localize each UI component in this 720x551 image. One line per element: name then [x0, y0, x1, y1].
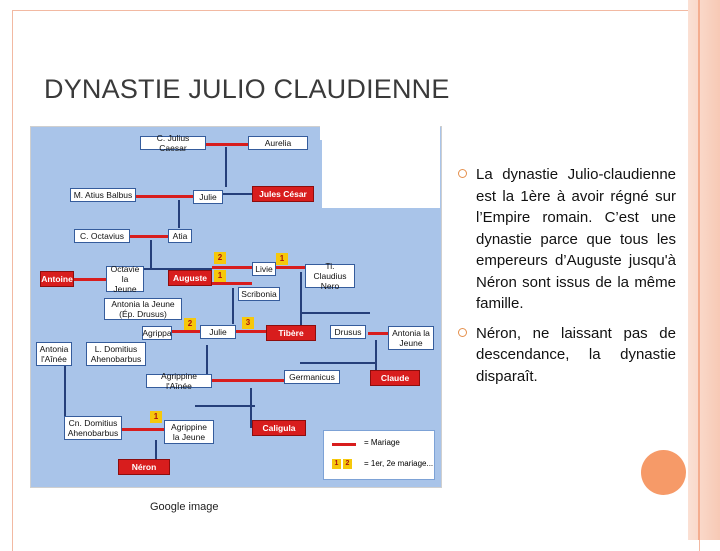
- node-claude: Claude: [370, 370, 420, 386]
- bullet-item: Néron, ne laissant pas de descendance, l…: [458, 323, 676, 388]
- descent-line: [206, 345, 208, 375]
- descent-line: [375, 340, 377, 378]
- node-cn-domitius-ahenobarbus: Cn. Domitius Ahenobarbus: [64, 416, 122, 440]
- sibling-line: [120, 268, 212, 270]
- bullet-circle-icon: [458, 169, 467, 178]
- bullet-text: Néron, ne laissant pas de descendance, l…: [476, 324, 676, 385]
- node-agrippa: Agrippa: [142, 326, 172, 340]
- marriage-line: [212, 266, 252, 269]
- node-germanicus: Germanicus: [284, 370, 340, 384]
- marriage-line: [130, 235, 170, 238]
- node-caligula: Caligula: [252, 420, 306, 436]
- bullet-item: La dynastie Julio-claudienne est la 1ère…: [458, 164, 676, 315]
- marriage-order-badge: 1: [150, 411, 162, 423]
- descent-line: [64, 365, 66, 417]
- descent-line: [232, 288, 234, 324]
- marriage-line: [368, 332, 388, 335]
- sibling-line: [300, 312, 370, 314]
- node-julie: Julie: [193, 190, 223, 204]
- marriage-order-badge: 1: [214, 270, 226, 282]
- marriage-order-badge: 1: [276, 253, 288, 265]
- legend-marriage-swatch: [332, 443, 356, 446]
- node-l-domitius-ahenobarbus: L. Domitius Ahenobarbus: [86, 342, 146, 366]
- tree-legend: = Mariage 1 2 = 1er, 2e mariage...: [323, 430, 435, 480]
- node-livie: Livie: [252, 262, 276, 276]
- marriage-line: [236, 330, 266, 333]
- node-julie-2: Julie: [200, 325, 236, 339]
- tree-cutout-top: [320, 126, 440, 140]
- node-scribonia: Scribonia: [238, 287, 280, 301]
- node-antonia-l-ainee: Antonia l'Aînée: [36, 342, 72, 366]
- descent-line: [155, 440, 157, 462]
- slide-title: DYNASTIE JULIO CLAUDIENNE: [44, 74, 450, 104]
- legend-badge-2: 2: [343, 459, 352, 469]
- marriage-order-badge: 2: [214, 252, 226, 264]
- descent-line: [225, 147, 227, 187]
- decorative-orange-circle: [641, 450, 686, 495]
- node-drusus: Drusus: [330, 325, 366, 339]
- node-tibere: Tibère: [266, 325, 316, 341]
- node-ti-claudius-nero: Ti. Claudius Nero: [305, 261, 355, 291]
- node-aurelia: Aurelia: [248, 136, 308, 150]
- sibling-line: [300, 362, 375, 364]
- node-c-julius-caesar: C. Julius Caesar: [140, 133, 206, 153]
- marriage-line: [136, 195, 193, 198]
- descent-line: [300, 272, 302, 328]
- marriage-line: [212, 379, 284, 382]
- legend-marriage-label: = Mariage: [364, 438, 400, 447]
- node-neron: Néron: [118, 459, 170, 475]
- node-octavie-la-jeune: Octavie la Jeune: [106, 264, 144, 294]
- bullet-circle-icon: [458, 327, 467, 337]
- descent-line: [250, 388, 252, 428]
- node-antonia-la-jeune-ep-drusus: Antonia la Jeune (Ép. Drusus): [104, 298, 182, 320]
- node-agrippine-l-ainee: Agrippine l'Aînée: [146, 371, 212, 391]
- marriage-line: [170, 330, 200, 333]
- descent-line: [178, 200, 180, 228]
- marriage-line: [205, 143, 248, 146]
- descent-line: [150, 240, 152, 268]
- marriage-line: [212, 282, 252, 285]
- sibling-line: [222, 193, 252, 195]
- marriage-line: [74, 278, 106, 281]
- bullet-text: La dynastie Julio-claudienne est la 1ère…: [476, 166, 676, 312]
- node-agrippine-la-jeune: Agrippine la Jeune: [164, 420, 214, 444]
- node-antonia-la-jeune-2: Antonia la Jeune: [388, 326, 434, 350]
- decorative-right-rail: [688, 0, 720, 540]
- legend-badge-1: 1: [332, 459, 341, 469]
- image-caption: Google image: [150, 501, 219, 513]
- node-auguste: Auguste: [168, 270, 212, 286]
- node-antoine: Antoine: [40, 271, 74, 287]
- marriage-order-badge: 3: [242, 317, 254, 329]
- decorative-rail-line: [698, 0, 700, 540]
- marriage-line: [122, 428, 164, 431]
- node-c-octavius: C. Octavius: [74, 229, 130, 243]
- marriage-order-badge: 2: [184, 318, 196, 330]
- bullet-list: La dynastie Julio-claudienne est la 1ère…: [458, 164, 676, 395]
- sibling-line: [195, 405, 255, 407]
- node-jules-cesar: Jules César: [252, 186, 314, 202]
- node-atia: Atia: [168, 229, 192, 243]
- legend-order-label: = 1er, 2e mariage...: [364, 459, 434, 468]
- tree-cutout-right: [322, 140, 440, 208]
- marriage-line: [275, 266, 305, 269]
- node-m-atius-balbus: M. Atius Balbus: [70, 188, 136, 202]
